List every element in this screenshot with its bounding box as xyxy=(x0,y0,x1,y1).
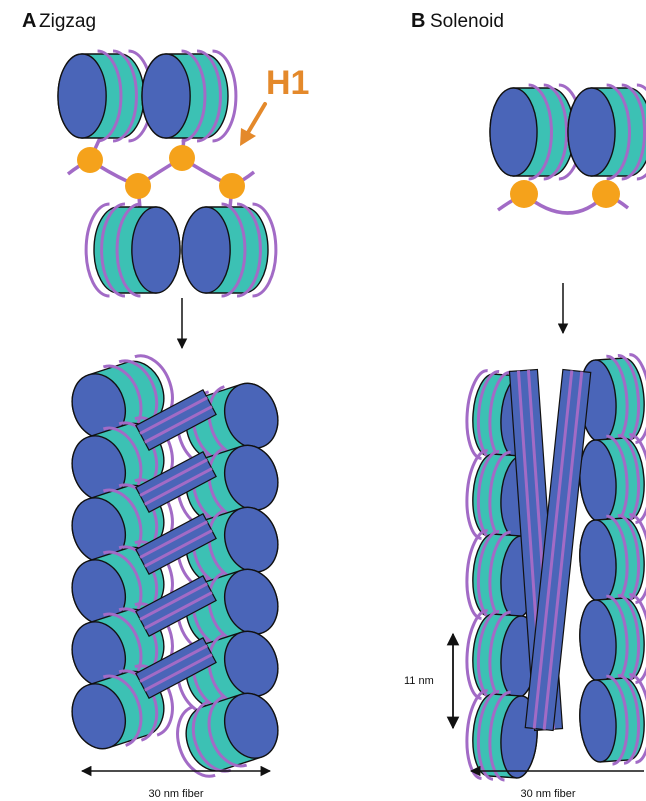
nucleosome xyxy=(577,513,646,606)
nucleosome xyxy=(577,673,646,766)
h1-pointer-arrow-icon xyxy=(240,104,265,146)
nucleosome xyxy=(568,85,646,179)
zigzag-fiber-width-label: 30 nm fiber xyxy=(148,788,203,800)
panel-b-heading: B Solenoid xyxy=(411,10,504,32)
nucleosome xyxy=(58,51,152,141)
linker-histone-h1 xyxy=(77,147,103,173)
nucleosome xyxy=(86,204,180,296)
repeat-length-label: 11 nm xyxy=(404,675,434,687)
panel-a-title: Zigzag xyxy=(39,11,96,32)
linker-histone-h1 xyxy=(169,145,195,171)
nucleosome xyxy=(182,204,276,296)
nucleosome xyxy=(577,593,646,686)
nucleosome xyxy=(577,433,646,526)
linker-histone-h1 xyxy=(510,180,538,208)
panel-b-title: Solenoid xyxy=(430,11,504,32)
solenoid-30nm-fiber xyxy=(464,353,646,782)
solenoid-fiber-width-label: 30 nm fiber xyxy=(520,788,575,800)
linker-histone-h1 xyxy=(592,180,620,208)
h1-label: H1 xyxy=(266,64,309,102)
nucleosome xyxy=(142,51,236,141)
linker-histone-h1 xyxy=(125,173,151,199)
panel-a-heading: A Zigzag xyxy=(22,10,96,32)
zigzag-30nm-fiber xyxy=(63,349,287,783)
panel-b-letter: B xyxy=(411,10,425,32)
zigzag-nucleosome-array xyxy=(58,51,276,296)
solenoid-nucleosome-array xyxy=(490,85,646,213)
panel-a-letter: A xyxy=(22,10,36,32)
linker-histone-h1 xyxy=(219,173,245,199)
